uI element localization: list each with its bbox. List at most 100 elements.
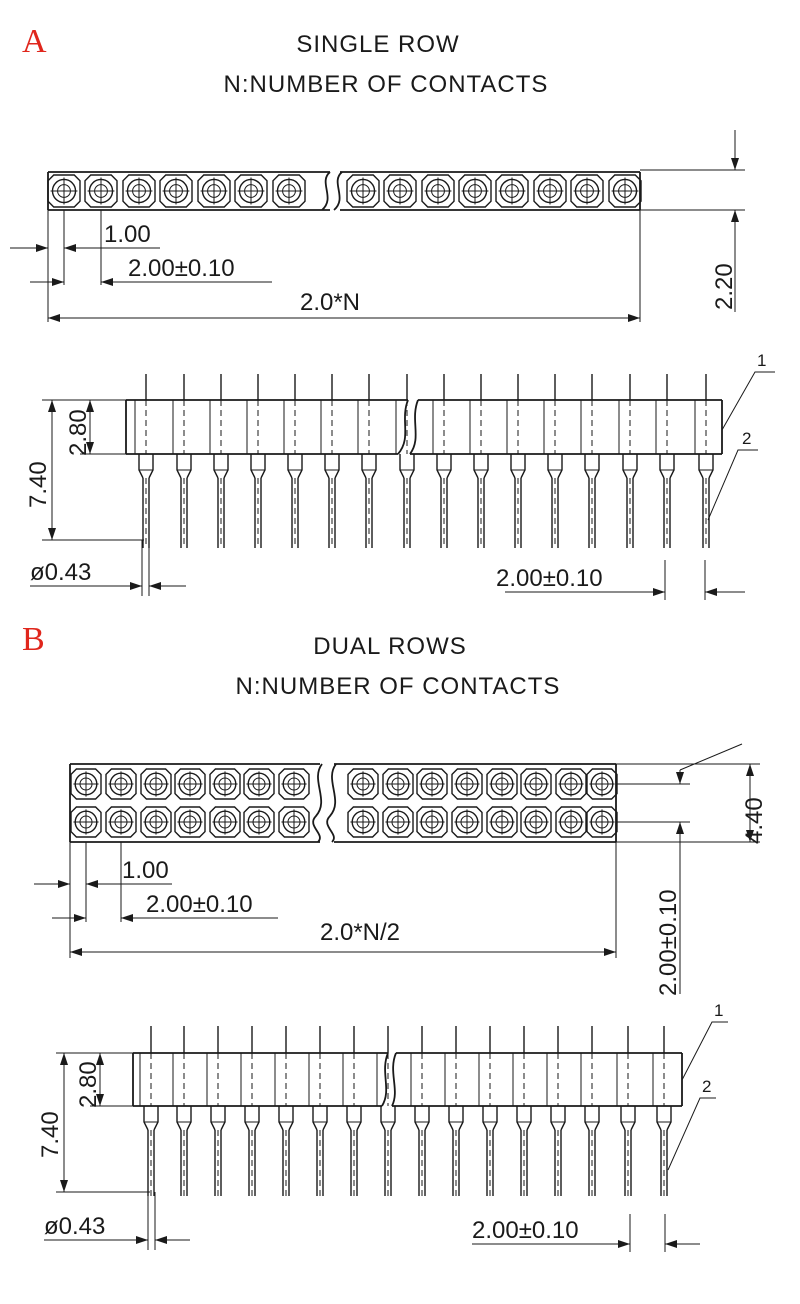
pin (240, 1026, 260, 1196)
contact-cell (278, 768, 310, 800)
pin (139, 1026, 159, 1196)
pin (543, 374, 563, 548)
dual-row-pitch-dim: 1.00 (122, 857, 169, 884)
contact-cell (486, 768, 518, 800)
pin (618, 374, 638, 548)
pin (357, 374, 377, 548)
contact-cell (382, 768, 414, 800)
pin (410, 1026, 430, 1196)
pin (580, 374, 600, 548)
pin (308, 1026, 328, 1196)
section-b-subtitle: N:NUMBER OF CONTACTS (236, 673, 561, 700)
contact-cell (495, 174, 529, 208)
contact-cell (416, 768, 448, 800)
pin (506, 374, 526, 548)
contact-cell (174, 768, 206, 800)
dual-row-side-dimensions: 2.80 7.40 ø0.43 2.00±0.10 1 2 (37, 1001, 728, 1252)
single-row-contacts (47, 174, 642, 208)
pin (694, 374, 714, 548)
dual-row-side-view (132, 1026, 683, 1196)
dual-row-callout-1: 1 (714, 1001, 723, 1020)
contact-cell (586, 768, 618, 800)
single-row-pitch-dim: 1.00 (104, 221, 151, 248)
section-a-title: SINGLE ROW (296, 31, 459, 58)
dual-row-total-height-dim: 7.40 (37, 1111, 64, 1158)
contact-cell (382, 806, 414, 838)
contact-cell (486, 806, 518, 838)
dual-row-row-pitch-dim: 2.00±0.10 (655, 889, 682, 996)
contact-cell (234, 174, 268, 208)
single-row-body-height-dim: 2.80 (65, 409, 92, 456)
pin (395, 374, 415, 548)
contact-cell (458, 174, 492, 208)
single-row-top-dimensions: 1.00 2.00±0.10 2.0*N 2.20 (10, 130, 745, 322)
single-row-pitch-tol-dim: 2.00±0.10 (128, 255, 235, 282)
contact-cell (608, 174, 642, 208)
single-row-break-mark (321, 171, 343, 211)
contact-cell (122, 174, 156, 208)
contact-cell (70, 806, 102, 838)
pin (655, 374, 675, 548)
contact-cell (243, 768, 275, 800)
pin (246, 374, 266, 548)
pin (478, 1026, 498, 1196)
single-row-side-view (125, 374, 723, 548)
dual-row-body-outline (132, 1052, 683, 1107)
dual-row-overall-dim: 2.0*N/2 (320, 919, 400, 946)
pin (444, 1026, 464, 1196)
section-a-subtitle: N:NUMBER OF CONTACTS (224, 71, 549, 98)
pin (580, 1026, 600, 1196)
contact-cell (347, 806, 379, 838)
dual-row-pitch-tol-dim: 2.00±0.10 (146, 891, 253, 918)
pin (512, 1026, 532, 1196)
dual-row-callout-2: 2 (702, 1077, 711, 1096)
contact-cell (451, 806, 483, 838)
contact-cell (520, 768, 552, 800)
contact-cell (209, 768, 241, 800)
single-row-body-break (397, 399, 419, 455)
pin (172, 374, 192, 548)
contact-cell (174, 806, 206, 838)
single-row-total-height-dim: 7.40 (25, 461, 52, 508)
pin (274, 1026, 294, 1196)
contact-cell (197, 174, 231, 208)
single-row-overall-dim: 2.0*N (300, 289, 360, 316)
pin (652, 1026, 672, 1196)
pin (206, 1026, 226, 1196)
pin (134, 374, 154, 548)
contact-cell (105, 768, 137, 800)
pin (546, 1026, 566, 1196)
section-b-title: DUAL ROWS (313, 633, 466, 660)
single-row-body-outline (125, 399, 723, 455)
dual-row-width-dim: 4.40 (741, 797, 768, 844)
contact-cell (159, 174, 193, 208)
dual-row-break-mark (312, 763, 337, 843)
single-row-pin-dia-dim: ø0.43 (30, 559, 91, 586)
contact-cell (70, 768, 102, 800)
contact-cell (416, 806, 448, 838)
pin (172, 1026, 192, 1196)
section-b: B DUAL ROWS N:NUMBER OF CONTACTS 1.00 2.… (22, 621, 768, 1252)
pin (616, 1026, 636, 1196)
contact-cell (383, 174, 417, 208)
contact-cell (105, 806, 137, 838)
section-a-label: A (22, 23, 47, 60)
dual-row-pin-pitch-dim: 2.00±0.10 (472, 1217, 579, 1244)
single-row-height-dim: 2.20 (711, 263, 738, 310)
dual-row-top-dimensions: 1.00 2.00±0.10 2.0*N/2 4.40 2.00±0.1 (34, 743, 768, 996)
dual-row-body-break (381, 1052, 397, 1107)
contact-cell (209, 806, 241, 838)
dual-row-body-height-dim: 2.80 (75, 1061, 102, 1108)
pin (469, 374, 489, 548)
dual-row-outline (69, 763, 617, 843)
section-b-label: B (22, 621, 45, 658)
section-a: A SINGLE ROW N:NUMBER OF CONTACTS 1.00 (10, 23, 775, 600)
single-row-pin-pitch-dim: 2.00±0.10 (496, 565, 603, 592)
single-row-pins (134, 374, 714, 548)
contact-cell (451, 768, 483, 800)
dual-row-pin-dia-dim: ø0.43 (44, 1213, 105, 1240)
pin (376, 1026, 396, 1196)
pin (432, 374, 452, 548)
single-row-outline (47, 171, 641, 211)
